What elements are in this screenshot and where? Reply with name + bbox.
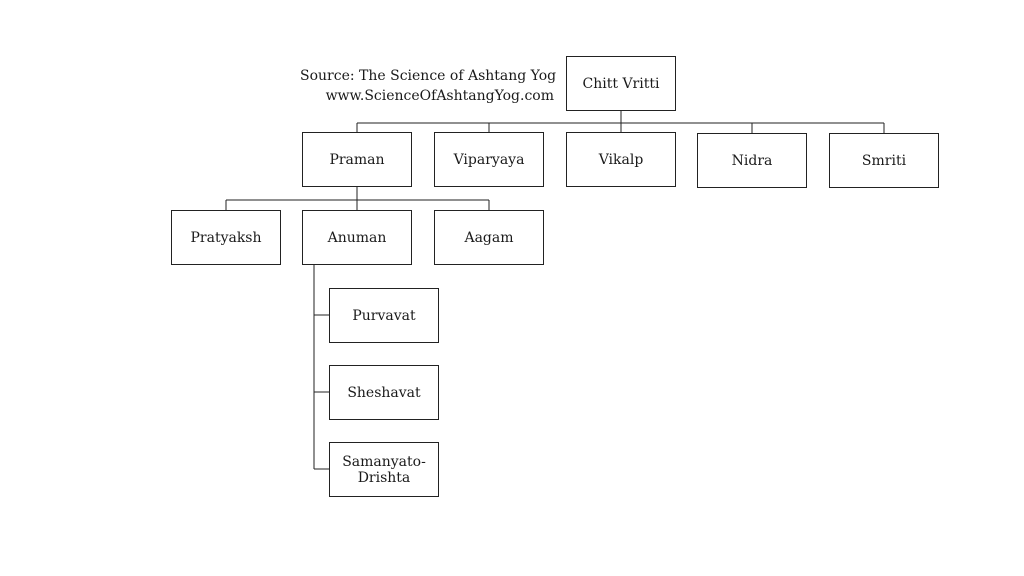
node-aagam: Aagam bbox=[434, 210, 544, 265]
node-smriti: Smriti bbox=[829, 133, 939, 188]
node-nidra: Nidra bbox=[697, 133, 807, 188]
node-purvavat: Purvavat bbox=[329, 288, 439, 343]
node-viparyaya: Viparyaya bbox=[434, 132, 544, 187]
node-vikalp: Vikalp bbox=[566, 132, 676, 187]
node-anuman: Anuman bbox=[302, 210, 412, 265]
source-citation: Source: The Science of Ashtang Yog www.S… bbox=[300, 66, 557, 106]
node-pratyaksh: Pratyaksh bbox=[171, 210, 281, 265]
source-url: www.ScienceOfAshtangYog.com bbox=[325, 88, 554, 104]
node-praman: Praman bbox=[302, 132, 412, 187]
node-samanyato-drishta: Samanyato- Drishta bbox=[329, 442, 439, 497]
node-chitt-vritti: Chitt Vritti bbox=[566, 56, 676, 111]
node-sheshavat: Sheshavat bbox=[329, 365, 439, 420]
source-title: Source: The Science of Ashtang Yog bbox=[300, 68, 557, 84]
